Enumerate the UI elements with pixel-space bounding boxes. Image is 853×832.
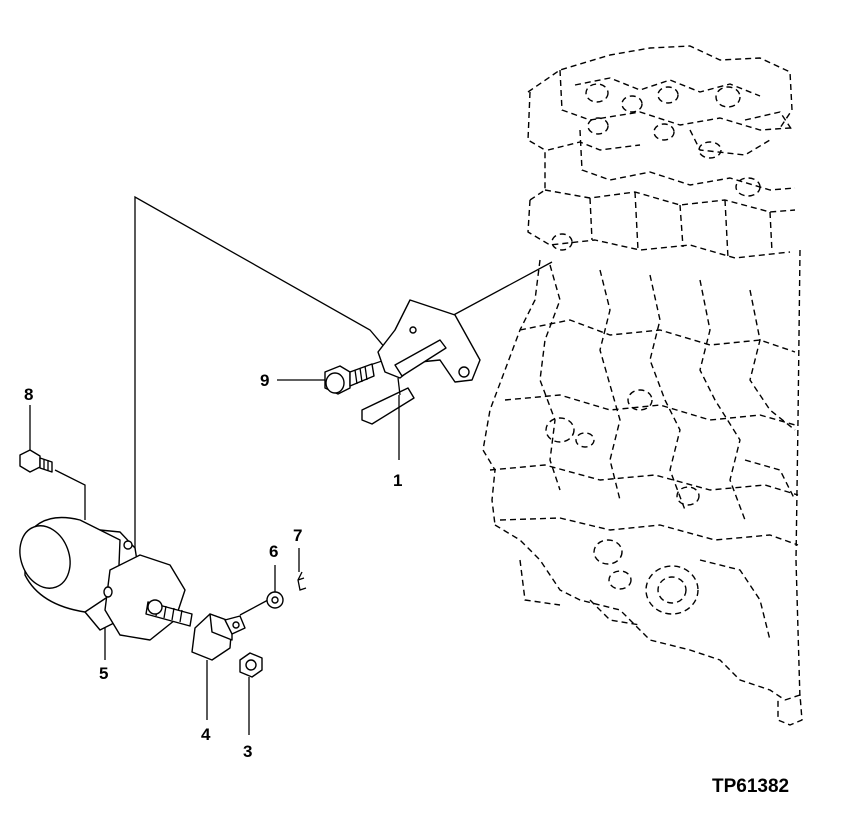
washer-6 [266, 591, 284, 609]
callout-9: 9 [260, 371, 269, 390]
nut-3 [239, 652, 263, 678]
callout-5: 5 [99, 664, 108, 683]
clip-7 [297, 571, 307, 591]
callout-7: 7 [293, 526, 302, 545]
link-block-4 [191, 613, 246, 661]
callout-leaders [29, 379, 400, 735]
callout-1: 1 [393, 471, 402, 490]
callout-6: 6 [269, 542, 278, 561]
callout-8: 8 [24, 385, 33, 404]
engine-block-outline [482, 45, 803, 726]
bolt-9 [324, 363, 375, 395]
bolt-8 [19, 449, 53, 473]
figure-id-label: TP61382 [712, 776, 789, 797]
callout-4: 4 [201, 725, 211, 744]
bracket [361, 299, 481, 425]
callout-3: 3 [243, 742, 252, 761]
solenoid [19, 516, 193, 641]
